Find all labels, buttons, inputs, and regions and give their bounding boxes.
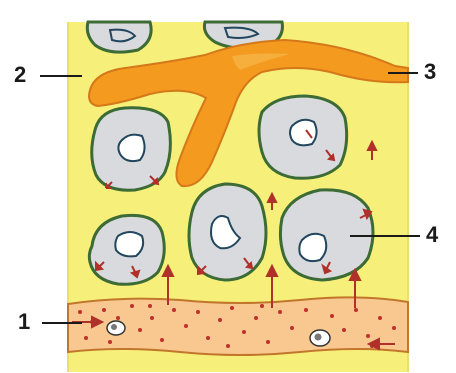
nucleus-middle-right <box>290 120 317 146</box>
label-3: 3 <box>424 61 436 83</box>
nucleus-lower-right <box>299 234 326 261</box>
label-1: 1 <box>18 311 30 333</box>
label-2: 2 <box>14 64 26 86</box>
label-4: 4 <box>426 224 438 246</box>
nucleus-lower-left <box>115 232 143 256</box>
nucleus-middle-left <box>118 135 144 161</box>
cell-top-left <box>87 22 151 52</box>
